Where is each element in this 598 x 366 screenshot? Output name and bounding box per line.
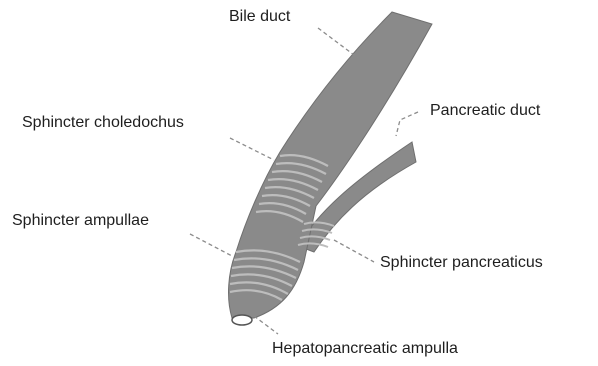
label-pancreatic-duct: Pancreatic duct [430, 102, 540, 120]
leader-hepatopancreatic-ampulla [254, 316, 278, 334]
label-hepatopancreatic-ampulla: Hepatopancreatic ampulla [272, 340, 458, 358]
label-bile-duct: Bile duct [229, 8, 290, 26]
leader-sphincter-choledochus [230, 138, 274, 160]
label-sphincter-pancreaticus: Sphincter pancreaticus [380, 254, 543, 272]
label-sphincter-choledochus: Sphincter choledochus [22, 114, 184, 132]
label-sphincter-ampullae: Sphincter ampullae [12, 212, 149, 230]
leader-bile-duct [318, 28, 358, 58]
leader-pancreatic-duct [396, 112, 418, 136]
ampulla-opening [232, 315, 252, 325]
leader-sphincter-ampullae [190, 234, 232, 256]
leader-sphincter-pancreaticus [334, 240, 374, 262]
